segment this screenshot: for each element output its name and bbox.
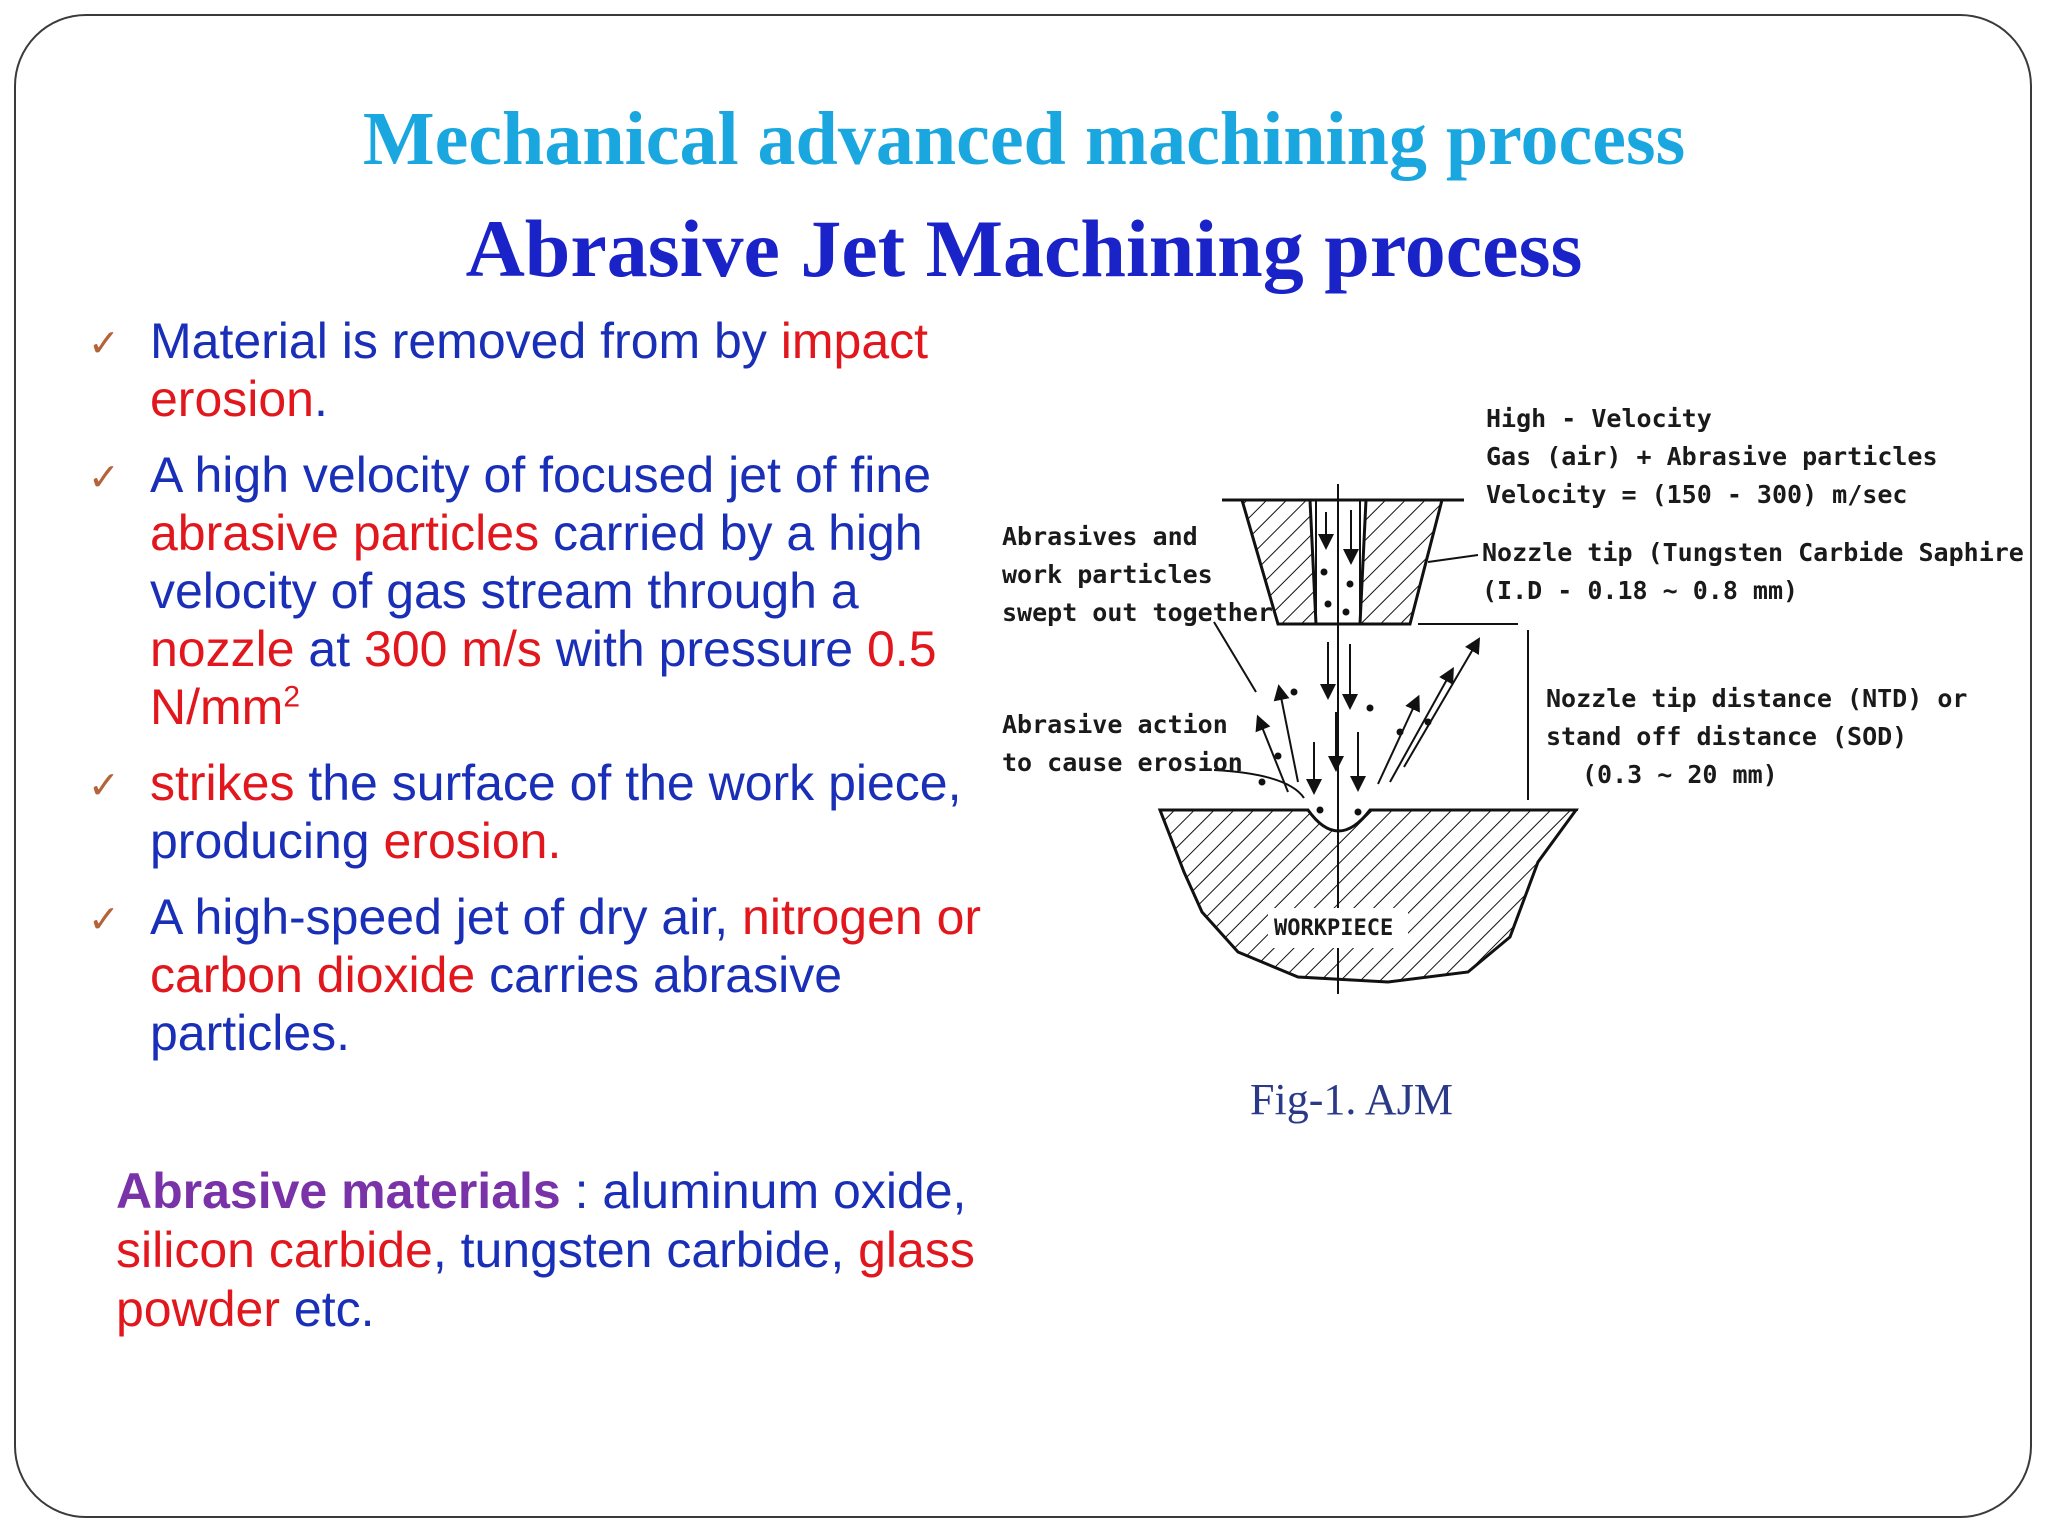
slide-title: Mechanical advanced machining process: [362, 97, 1686, 181]
bullet-text: the surface of the work piece, producing: [150, 755, 962, 869]
label-abrasives: Abrasives and: [1002, 522, 1198, 551]
highlight-text: 300 m/s: [364, 621, 542, 677]
bullet-text: A high-speed jet of dry air,: [150, 889, 743, 945]
label-abrasives: swept out together: [1002, 598, 1273, 627]
label-gas: Gas (air) + Abrasive particles: [1486, 442, 1938, 471]
highlight-text: abrasive particles: [150, 505, 540, 561]
label-nozzle-tip: Nozzle tip (Tungsten Carbide Saphire: [1482, 538, 2024, 567]
abrasive-text: etc.: [280, 1281, 375, 1337]
bullet-list: ✓ Material is removed from by impact ero…: [88, 312, 998, 1080]
nozzle-particles: [1318, 510, 1359, 616]
label-standoff: (0.3 ~ 20 mm): [1582, 760, 1778, 789]
abrasive-materials-paragraph: Abrasive materials : aluminum oxide, sil…: [116, 1162, 996, 1339]
label-abrasive-action: Abrasive action: [1002, 710, 1228, 739]
bullet-text: .: [314, 371, 328, 427]
abrasive-text: : aluminum oxide,: [560, 1163, 967, 1219]
checkmark-icon: ✓: [88, 897, 120, 941]
label-standoff: Nozzle tip distance (NTD) or: [1546, 684, 1968, 713]
slide-frame: [14, 14, 2032, 1518]
label-standoff: stand off distance (SOD): [1546, 722, 1908, 751]
figure-caption: Fig-1. AJM: [1250, 1075, 1453, 1124]
ajm-diagram-drawing: [1157, 484, 1579, 994]
highlight-text: nozzle: [150, 621, 295, 677]
label-abrasives: work particles: [1002, 560, 1213, 589]
jet-arrows: [1255, 637, 1481, 816]
checkmark-icon: ✓: [88, 455, 120, 499]
highlight-text: strikes: [150, 755, 295, 811]
checkmark-icon: ✓: [88, 763, 120, 807]
highlight-text: erosion.: [383, 813, 562, 869]
bullet-text: at: [294, 621, 365, 677]
abrasive-heading: Abrasive materials: [116, 1163, 561, 1219]
label-nozzle-tip: (I.D - 0.18 ~ 0.8 mm): [1482, 576, 1799, 605]
superscript: 2: [283, 680, 300, 714]
bullet-item: ✓ A high velocity of focused jet of fine…: [88, 446, 998, 736]
nozzle: [1222, 498, 1464, 626]
bullet-item: ✓ Material is removed from by impact ero…: [88, 312, 998, 428]
highlight-text: 0.5 N/mm: [150, 621, 937, 735]
bullet-text: Material is removed from by: [150, 313, 781, 369]
bullet-text: carries abrasive particles.: [150, 947, 843, 1061]
bullet-text: carried by a high velocity of gas stream…: [150, 505, 923, 619]
bullet-item: ✓ A high-speed jet of dry air, nitrogen …: [88, 888, 998, 1062]
leader-lines: [1213, 554, 1479, 799]
workpiece: [1157, 808, 1579, 984]
highlight-text: nitrogen or carbon dioxide: [150, 889, 982, 1003]
slide-subtitle: Abrasive Jet Machining process: [465, 203, 1583, 294]
bullet-text: with pressure: [541, 621, 867, 677]
bullet-text: A high velocity of focused jet of fine: [150, 447, 932, 503]
highlight-text: silicon carbide: [116, 1222, 433, 1278]
label-gas: High - Velocity: [1486, 404, 1712, 433]
label-gas: Velocity = (150 - 300) m/sec: [1486, 480, 1908, 509]
abrasive-text: , tungsten carbide,: [432, 1222, 859, 1278]
highlight-text: impact erosion: [150, 313, 929, 427]
bullet-item: ✓ strikes the surface of the work piece,…: [88, 754, 998, 870]
label-abrasive-action: to cause erosion: [1002, 748, 1243, 777]
checkmark-icon: ✓: [88, 321, 120, 365]
standoff-dimension: [1418, 623, 1578, 811]
label-workpiece: WORKPIECE: [1274, 916, 1394, 941]
highlight-text: glass powder: [116, 1222, 975, 1337]
ajm-diagram: High - Velocity Gas (air) + Abrasive par…: [998, 392, 2024, 1012]
